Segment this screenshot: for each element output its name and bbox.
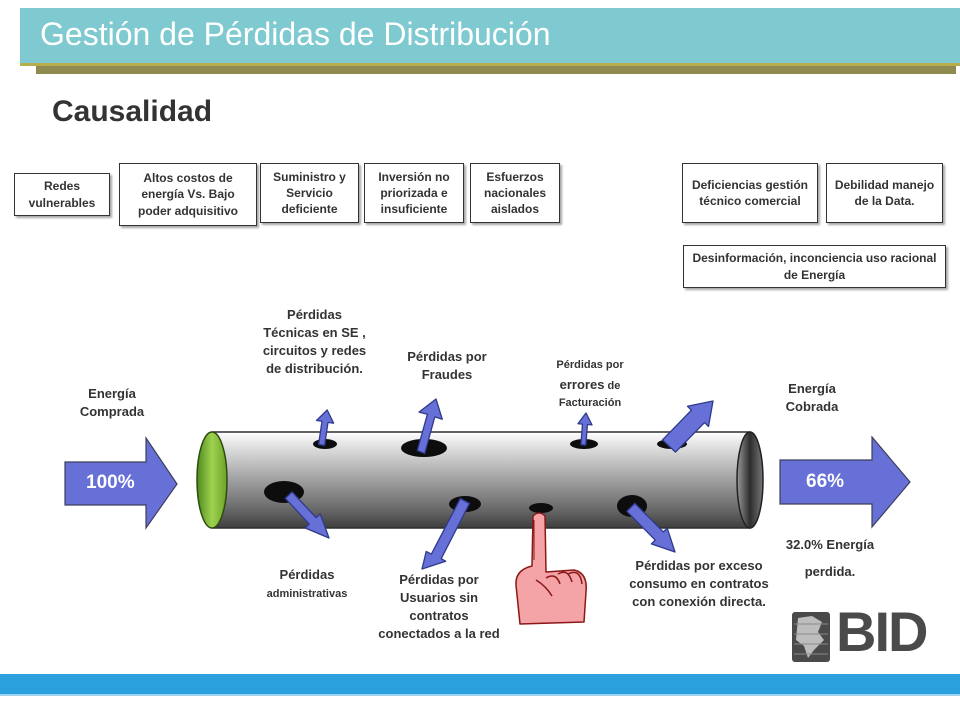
bid-logo-text: BID	[836, 600, 928, 663]
pipe-holes	[264, 439, 687, 517]
pipe-inlet	[196, 431, 228, 529]
arrow-errores	[577, 412, 593, 446]
label-energia-perdida: 32.0% Energía perdida.	[785, 537, 875, 579]
label-perdidas-tecnicas: Pérdidas Técnicas en SE , circuitos y re…	[262, 307, 367, 376]
arrow-fraudes	[416, 398, 443, 455]
cause-deficiencias-gestion: Deficiencias gestión técnico comercial	[682, 163, 818, 223]
label-energia-cobrada: Energía Cobrada	[785, 381, 839, 414]
label-perdidas-usuarios: Pérdidas por Usuarios sin contratos cone…	[378, 572, 500, 641]
arrow-cobrada-leak	[661, 400, 714, 453]
footer-bar	[0, 674, 960, 694]
label-perdidas-exceso: Pérdidas por exceso consumo en contratos…	[629, 558, 769, 609]
cause-altos-costos: Altos costos de energía Vs. Bajo poder a…	[119, 163, 257, 226]
label-perdidas-errores: Pérdidas por errores de Facturación	[556, 359, 624, 410]
cause-debilidad-data: Debilidad manejo de la Data.	[826, 163, 943, 223]
arrow-usuarios	[421, 497, 471, 570]
bid-logo-icon	[792, 612, 830, 662]
footer-line	[0, 694, 960, 696]
cause-inversion-insuficiente: Inversión no priorizada e insuficiente	[364, 163, 464, 223]
cause-esfuerzos-aislados: Esfuerzos nacionales aislados	[470, 163, 560, 223]
page-title: Gestión de Pérdidas de Distribución	[40, 16, 551, 52]
header-banner	[20, 8, 960, 66]
output-arrow	[779, 435, 911, 529]
arrow-exceso	[626, 502, 676, 553]
section-title: Causalidad	[52, 95, 213, 128]
cause-suministro-deficiente: Suministro y Servicio deficiente	[260, 163, 359, 223]
arrow-administrativas	[284, 491, 330, 539]
input-arrow	[64, 436, 178, 530]
cause-redes-vulnerables: Redes vulnerables	[14, 173, 110, 216]
label-energia-comprada: Energía Comprada	[79, 386, 145, 419]
arrow-tecnicas	[315, 409, 335, 447]
input-percentage: 100%	[86, 472, 135, 493]
output-percentage: 66%	[806, 471, 845, 492]
pointing-hand-icon	[515, 512, 587, 625]
cause-desinformacion: Desinformación, inconciencia uso raciona…	[683, 245, 946, 288]
label-perdidas-fraudes: Pérdidas por Fraudes	[407, 349, 487, 382]
label-perdidas-administrativas: Pérdidas administrativas	[266, 567, 348, 600]
